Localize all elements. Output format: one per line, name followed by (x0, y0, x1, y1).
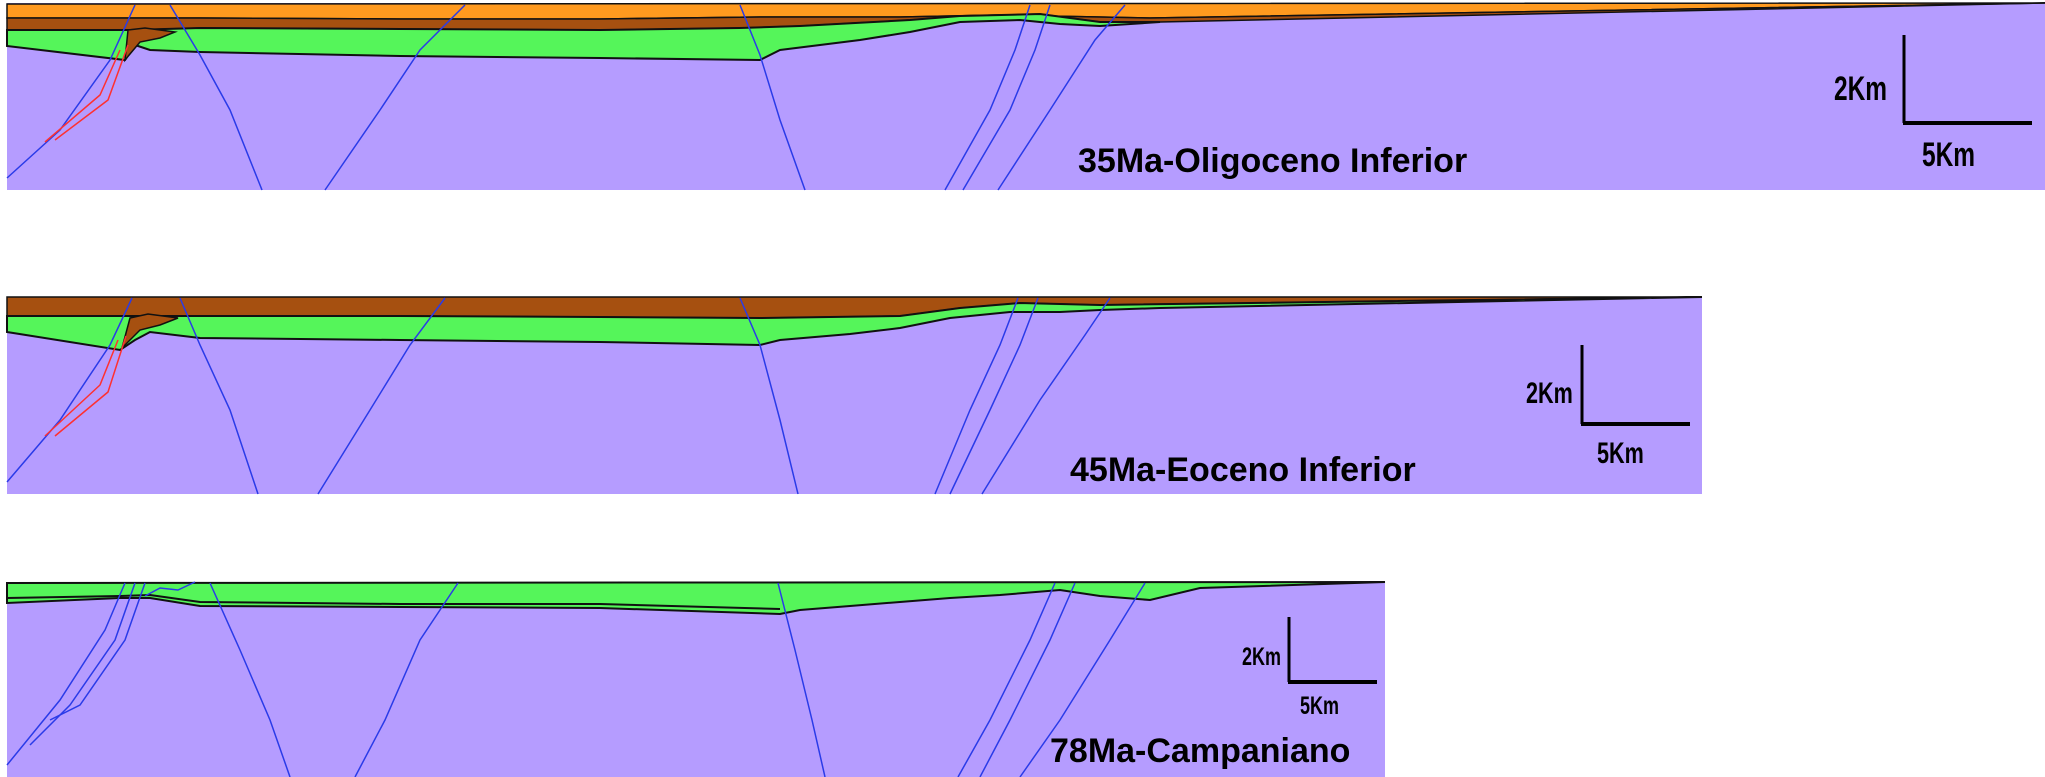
fault-line (957, 582, 1056, 777)
basement-layer (7, 582, 1385, 777)
thrust-wedge (124, 27, 178, 63)
fault-line (997, 4, 1126, 191)
scale-vertical-label: 2Km (1242, 642, 1281, 671)
scale-horizontal-label: 5Km (1300, 691, 1339, 720)
fault-line (1019, 582, 1146, 777)
fault-line (739, 297, 799, 495)
section-label: 78Ma-Campaniano (1050, 732, 1350, 770)
fault-line (209, 582, 291, 777)
fault-line (949, 297, 1039, 495)
fault-line (777, 582, 826, 777)
fault-line (6, 582, 126, 766)
fault-line-red (54, 335, 127, 437)
fault-line (179, 297, 259, 495)
section-78ma: 78Ma-Campaniano 2Km 5Km (6, 581, 1386, 777)
fault-line (317, 297, 446, 495)
scale-bar: 2Km 5Km (1526, 345, 1690, 470)
fault-line (979, 582, 1076, 777)
scale-horizontal-label: 5Km (1597, 435, 1644, 469)
fault-line (981, 297, 1111, 495)
fault-line (934, 297, 1019, 495)
fault-line (49, 582, 146, 721)
fault-line-red (44, 49, 121, 143)
fault-line-red (54, 44, 129, 141)
section-label: 45Ma-Eoceno Inferior (1070, 451, 1416, 489)
fault-line (962, 4, 1051, 191)
scale-horizontal-label: 5Km (1922, 136, 1975, 174)
red-faults (44, 335, 127, 437)
fault-line (169, 4, 263, 191)
fault-line (944, 4, 1031, 191)
red-faults (44, 44, 129, 143)
section-35ma: 35Ma-Oligoceno Inferior 2Km 5Km (6, 2, 2045, 191)
faults (6, 297, 1111, 495)
scale-vertical-label: 2Km (1526, 375, 1573, 409)
fault-line (6, 4, 136, 179)
fault-line-red (44, 339, 119, 437)
faults (6, 4, 1126, 191)
section-45ma: 45Ma-Eoceno Inferior 2Km 5Km (6, 296, 1703, 495)
fault-line (354, 582, 459, 777)
fault-line (29, 582, 136, 746)
faults (6, 581, 1146, 777)
fault-line (144, 581, 196, 597)
scale-bar: 2Km 5Km (1834, 35, 2032, 174)
fault-line (6, 297, 133, 483)
green-layer (6, 581, 1386, 616)
scale-bar: 2Km 5Km (1242, 617, 1377, 720)
fault-line (739, 4, 806, 191)
fault-line (324, 4, 466, 191)
green-layer (6, 296, 1703, 352)
section-label: 35Ma-Oligoceno Inferior (1078, 142, 1467, 180)
green-layer (6, 12, 1161, 62)
scale-vertical-label: 2Km (1834, 70, 1887, 108)
